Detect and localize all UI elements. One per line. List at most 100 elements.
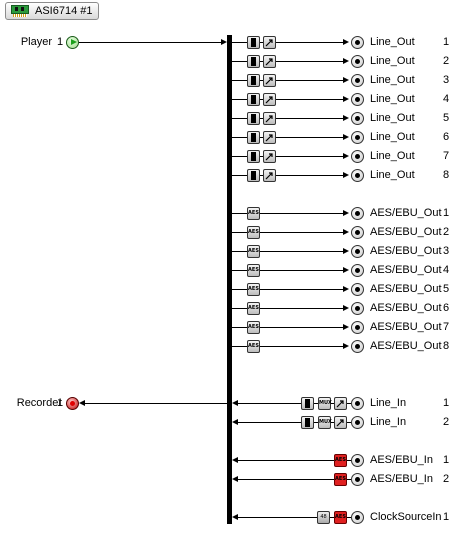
aes-in-1-terminal-icon[interactable] [351,454,364,467]
line-out-4-meter-button[interactable] [247,93,260,106]
line-out-2-arrow-icon [343,58,349,64]
line-out-3-arrow-icon [343,77,349,83]
aes-in-2-terminal-icon[interactable] [351,473,364,486]
clock-source-aes-button[interactable]: AES [334,511,347,524]
player-index: 1 [57,36,64,48]
aes-out-2-aes-button[interactable]: AES [247,226,260,239]
aes-out-3-terminal-icon[interactable] [351,245,364,258]
line-out-5-meter-button[interactable] [247,112,260,125]
line-in-2-arrow-icon [232,419,238,425]
line-out-7-arrow-icon [343,153,349,159]
line-in-1-mux-button[interactable]: MUX [318,397,332,410]
line-in-2-index: 2 [443,416,450,428]
line-out-5-terminal-icon[interactable] [351,112,364,125]
line-in-2-volume-button[interactable] [334,416,347,429]
line-out-1-label: Line_Out [370,36,415,48]
recorder-connector [85,403,227,404]
line-out-4-arrow-icon [343,96,349,102]
line-out-2-connector [232,61,345,62]
line-out-5-index: 5 [443,112,450,124]
line-in-2-meter-button[interactable] [301,416,314,429]
line-out-6-terminal-icon[interactable] [351,131,364,144]
aes-out-4-index: 4 [443,264,450,276]
aes-out-1-arrow-icon [343,210,349,216]
aes-in-1-label: AES/EBU_In [370,454,433,466]
line-out-6-volume-button[interactable] [263,131,276,144]
clock-source-terminal-icon[interactable] [351,511,364,524]
line-out-1-arrow-icon [343,39,349,45]
line-out-5-arrow-icon [343,115,349,121]
line-out-8-volume-button[interactable] [263,169,276,182]
adapter-tab[interactable]: ASI6714 #1 [5,2,99,20]
aes-out-1-connector [232,213,345,214]
line-out-1-meter-button[interactable] [247,36,260,49]
aes-out-7-arrow-icon [343,324,349,330]
line-out-6-meter-button[interactable] [247,131,260,144]
line-in-1-meter-button[interactable] [301,397,314,410]
line-out-8-index: 8 [443,169,450,181]
line-out-4-index: 4 [443,93,450,105]
player-arrow-icon [221,39,227,45]
line-in-2-label: Line_In [370,416,407,428]
line-out-1-volume-button[interactable] [263,36,276,49]
aes-out-3-aes-button[interactable]: AES [247,245,260,258]
aes-out-2-terminal-icon[interactable] [351,226,364,239]
line-out-2-label: Line_Out [370,55,415,67]
line-out-5-connector [232,118,345,119]
aes-out-5-aes-button[interactable]: AES [247,283,260,296]
line-out-3-terminal-icon[interactable] [351,74,364,87]
sound-card-icon [11,5,29,17]
aes-out-5-terminal-icon[interactable] [351,283,364,296]
line-out-6-arrow-icon [343,134,349,140]
aes-out-8-label: AES/EBU_Out [370,340,442,352]
aes-out-6-arrow-icon [343,305,349,311]
aes-out-7-aes-button[interactable]: AES [247,321,260,334]
line-out-2-meter-button[interactable] [247,55,260,68]
line-out-3-index: 3 [443,74,450,86]
line-out-5-volume-button[interactable] [263,112,276,125]
aes-out-2-index: 2 [443,226,450,238]
line-in-2-mux-button[interactable]: MUX [318,416,332,429]
aes-out-7-terminal-icon[interactable] [351,321,364,334]
player-play-icon[interactable] [66,36,79,49]
aes-out-6-terminal-icon[interactable] [351,302,364,315]
line-out-4-connector [232,99,345,100]
line-in-1-terminal-icon[interactable] [351,397,364,410]
line-out-5-label: Line_Out [370,112,415,124]
line-out-7-label: Line_Out [370,150,415,162]
line-out-8-meter-button[interactable] [247,169,260,182]
line-out-1-connector [232,42,345,43]
line-in-2-terminal-icon[interactable] [351,416,364,429]
line-out-4-volume-button[interactable] [263,93,276,106]
routing-bus [227,35,232,524]
line-out-4-terminal-icon[interactable] [351,93,364,106]
line-in-1-volume-button[interactable] [334,397,347,410]
adapter-label: ASI6714 #1 [35,5,93,17]
aes-out-4-connector [232,270,345,271]
recorder-record-icon[interactable] [66,397,79,410]
aes-out-8-aes-button[interactable]: AES [247,340,260,353]
aes-out-6-aes-button[interactable]: AES [247,302,260,315]
aes-out-4-aes-button[interactable]: AES [247,264,260,277]
line-out-7-terminal-icon[interactable] [351,150,364,163]
aes-out-8-terminal-icon[interactable] [351,340,364,353]
player-connector [79,42,221,43]
line-out-7-volume-button[interactable] [263,150,276,163]
line-out-1-terminal-icon[interactable] [351,36,364,49]
line-out-7-meter-button[interactable] [247,150,260,163]
line-out-3-meter-button[interactable] [247,74,260,87]
aes-out-4-terminal-icon[interactable] [351,264,364,277]
aes-in-2-aes-button[interactable]: AES [334,473,347,486]
aes-out-5-label: AES/EBU_Out [370,283,442,295]
line-out-2-terminal-icon[interactable] [351,55,364,68]
line-out-8-arrow-icon [343,172,349,178]
aes-out-1-terminal-icon[interactable] [351,207,364,220]
aes-out-1-aes-button[interactable]: AES [247,207,260,220]
line-out-3-connector [232,80,345,81]
line-out-8-terminal-icon[interactable] [351,169,364,182]
aes-in-1-aes-button[interactable]: AES [334,454,347,467]
line-out-3-volume-button[interactable] [263,74,276,87]
clock-source-clock-button[interactable]: 48 [317,511,330,524]
line-in-1-index: 1 [443,397,450,409]
line-out-2-volume-button[interactable] [263,55,276,68]
